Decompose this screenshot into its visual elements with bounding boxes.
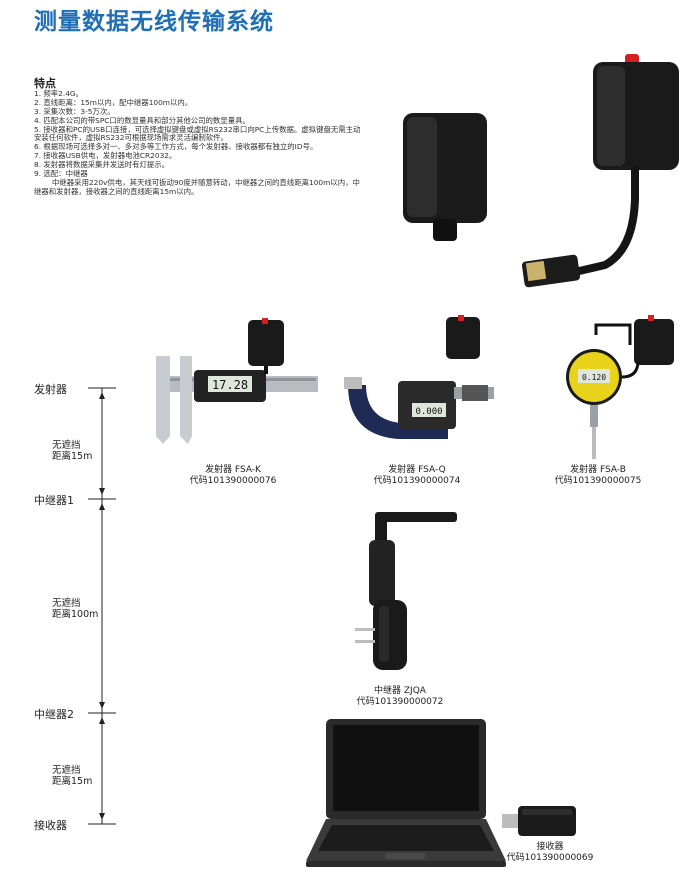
caption-fsa-k: 发射器 FSA-K 代码101390000076 xyxy=(178,465,288,487)
device-name: 发射器 FSA-Q xyxy=(388,465,446,475)
feature-item: 4. 匹配本公司的带SPC口的数显量具和部分其他公司的数显量具。 xyxy=(34,115,250,125)
caption-relay: 中继器 ZJQA 代码101390000072 xyxy=(345,686,455,708)
stage-label-relay2: 中继器2 xyxy=(34,708,74,721)
feature-item: 9. 选配：中继器 xyxy=(34,169,88,179)
distance-text: 无遮挡 xyxy=(52,765,81,776)
features-heading: 特点 xyxy=(34,77,56,90)
feature-item: 6. 根据现场可选择多对一、多对多等工作方式，每个发射器、接收器都有独立的ID号… xyxy=(34,142,318,152)
transmitter-module-large-image xyxy=(521,54,679,288)
caption-fsa-b: 发射器 FSA-B 代码101390000075 xyxy=(543,465,653,487)
micrometer-display-value: 0.000 xyxy=(415,407,442,417)
caption-fsa-q: 发射器 FSA-Q 代码101390000074 xyxy=(362,465,472,487)
transmitter-module-small-image xyxy=(403,113,487,241)
indicator-display-value: 0.120 xyxy=(582,373,606,382)
stage-label-relay1: 中继器1 xyxy=(34,494,74,507)
device-code: 代码101390000076 xyxy=(189,476,277,486)
feature-item: 3. 采集次数：3-5万次。 xyxy=(34,106,115,116)
distance-text: 无遮挡 xyxy=(52,440,81,451)
indicator-fsa-b-image: 0.120 xyxy=(566,315,674,459)
caliper-display-value: 17.28 xyxy=(212,378,248,392)
stage-label-transmitter: 发射器 xyxy=(34,383,67,396)
device-name: 发射器 FSA-B xyxy=(570,465,626,475)
distance-label-2: 无遮挡 距离100m xyxy=(52,598,112,620)
feature-item: 2. 直线距离：15m以内，配中继器100m以内。 xyxy=(34,97,193,107)
device-name: 中继器 ZJQA xyxy=(374,686,426,696)
device-code: 代码101390000072 xyxy=(356,697,444,707)
feature-item: 8. 发射器将数据采集并发送时有灯提示。 xyxy=(34,160,170,170)
feature-item: 5. 接收器和PC的USB口连接，可选择虚拟键盘或虚拟RS232串口向PC上传数… xyxy=(34,124,361,143)
device-code: 代码101390000074 xyxy=(373,476,461,486)
laptop-image xyxy=(306,719,506,867)
distance-label-3: 无遮挡 距离15m xyxy=(52,765,112,787)
distance-text: 无遮挡 xyxy=(52,598,81,609)
distance-text: 距离15m xyxy=(52,451,93,462)
caption-receiver: 接收器 代码101390000069 xyxy=(485,842,615,864)
feature-item: 7. 接收器USB供电，发射器电池CR2032。 xyxy=(34,151,177,161)
device-name: 发射器 FSA-K xyxy=(205,465,261,475)
relay-zjqa-image xyxy=(355,512,457,670)
distance-text: 距离15m xyxy=(52,776,93,787)
feature-item: 中继器采用220v供电，其天线可扳动90度并随意转动，中继器之间的直线距离100… xyxy=(34,177,360,196)
distance-text: 距离100m xyxy=(52,609,99,620)
page-title: 测量数据无线传输系统 xyxy=(34,9,274,35)
caliper-fsa-k-image: 17.28 xyxy=(156,318,318,444)
features-block: 特点 1. 频率2.4G。 2. 直线距离：15m以内，配中继器100m以内。 … xyxy=(34,77,364,197)
micrometer-fsa-q-image: 0.000 xyxy=(344,315,494,439)
stage-label-receiver: 接收器 xyxy=(34,819,67,832)
device-code: 代码101390000069 xyxy=(506,853,594,863)
distance-label-1: 无遮挡 距离15m xyxy=(52,440,112,462)
feature-item: 1. 频率2.4G。 xyxy=(34,88,84,98)
device-name: 接收器 xyxy=(536,842,564,852)
device-code: 代码101390000075 xyxy=(554,476,642,486)
link-distance-diagram xyxy=(88,387,116,825)
usb-receiver-image xyxy=(502,806,576,836)
